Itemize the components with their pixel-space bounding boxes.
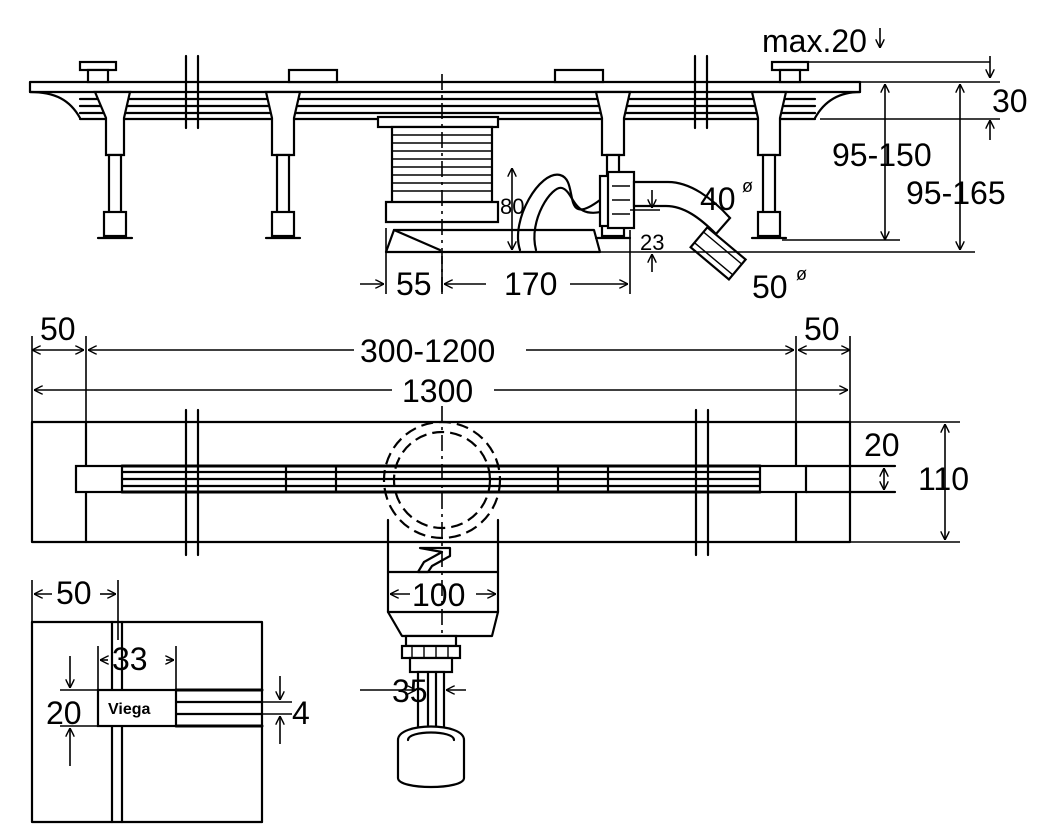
outlet-50-diameter: ø: [796, 264, 807, 284]
detail-dim-50: 50: [56, 575, 92, 611]
dim-23: 23: [640, 230, 664, 255]
dim-55: 55: [396, 266, 432, 302]
dim-left-50: 50: [40, 311, 76, 347]
detail-dim-4: 4: [292, 695, 310, 731]
side-view: max.20 30 95-150 95-165 80 23 55 170 40 …: [28, 23, 1028, 305]
dim-110: 110: [918, 461, 969, 497]
dim-right-50: 50: [804, 311, 840, 347]
detail-view: Viega 50 33 20 4: [30, 575, 310, 824]
dim-300-1200: 300-1200: [360, 333, 495, 369]
dim-80: 80: [500, 194, 524, 219]
siphon-body: [376, 115, 748, 281]
dim-100: 100: [412, 577, 465, 613]
dim-95-150: 95-150: [832, 137, 932, 173]
drain-outlet: 35: [360, 634, 466, 789]
viega-logo: Viega: [108, 701, 151, 718]
max-label: max.20: [762, 23, 867, 59]
detail-dim-33: 33: [112, 641, 148, 677]
dim-95-165: 95-165: [906, 175, 1006, 211]
dim-20: 20: [864, 427, 900, 463]
outlet-40: 40: [700, 181, 736, 217]
adjustable-feet: [93, 90, 788, 240]
detail-dim-20: 20: [46, 695, 82, 731]
outlet-50: 50: [752, 269, 788, 305]
dim-170: 170: [504, 266, 557, 302]
dim-1300: 1300: [402, 373, 473, 409]
dim-35: 35: [392, 673, 428, 709]
dim-30: 30: [992, 83, 1028, 119]
outlet-40-diameter: ø: [742, 176, 753, 196]
top-view: 50 50 300-1200 1300 20 110 100: [30, 311, 969, 640]
